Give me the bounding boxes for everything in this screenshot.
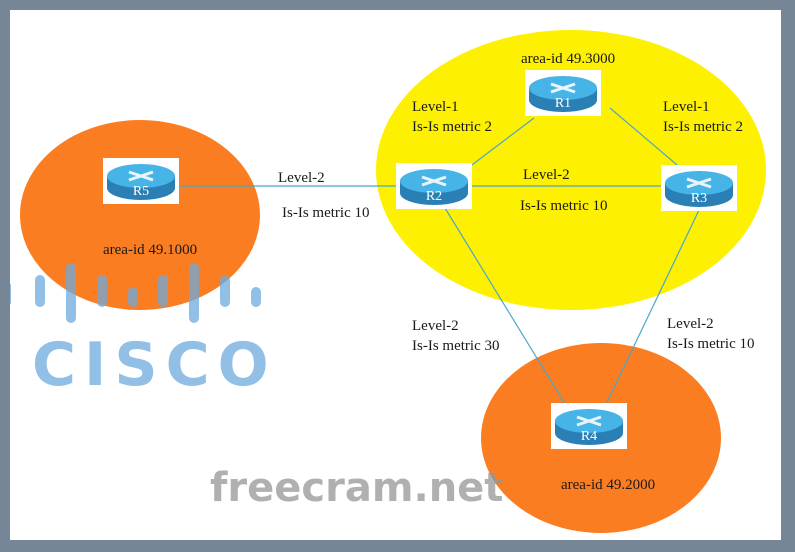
network-diagram: R1 R2 R3 R4 R5 area-id 49.1000 area-id 4… (10, 10, 781, 540)
area-ellipse-49-3000 (376, 30, 766, 310)
area-ellipse-49-1000 (20, 120, 260, 310)
site-watermark: freecram.net (210, 465, 504, 511)
link-r2-r3-metric: Is-Is metric 10 (520, 198, 608, 214)
link-r3-r4-level: Level-2 (667, 316, 714, 332)
router-name: R4 (580, 429, 598, 444)
router-icon (107, 164, 175, 200)
router-icon (555, 409, 623, 445)
link-r2-r4-metric: Is-Is metric 30 (412, 338, 500, 354)
router-icon (665, 171, 733, 207)
router-name: R5 (132, 184, 150, 199)
link-r5-r2-level: Level-2 (278, 170, 325, 186)
area-label-49-3000: area-id 49.3000 (521, 51, 616, 67)
router-icon (529, 76, 597, 112)
diagram-graphics (20, 30, 766, 533)
router-icon (400, 169, 468, 205)
link-r2-r1-metric: Is-Is metric 2 (412, 119, 492, 135)
link-r2-r1 (459, 117, 535, 175)
cisco-watermark: cisco (32, 330, 277, 400)
link-r3-r4 (599, 207, 701, 418)
link-r1-r3 (609, 107, 691, 177)
area-label-49-2000: area-id 49.2000 (561, 477, 656, 493)
area-label-49-1000: area-id 49.1000 (103, 242, 198, 258)
router-name: R3 (690, 191, 708, 206)
router-r1[interactable]: R1 (525, 70, 601, 116)
link-r1-r3-level: Level-1 (663, 99, 710, 115)
link-r2-r4 (444, 207, 574, 418)
router-name: R1 (554, 96, 572, 111)
link-r2-r3-level: Level-2 (523, 167, 570, 183)
router-r5[interactable]: R5 (103, 158, 179, 204)
link-r3-r4-metric: Is-Is metric 10 (667, 336, 755, 352)
link-r5-r2-metric: Is-Is metric 10 (282, 205, 370, 221)
router-r2[interactable]: R2 (396, 163, 472, 209)
router-r3[interactable]: R3 (661, 165, 737, 211)
link-r2-r1-level: Level-1 (412, 99, 459, 115)
router-name: R2 (425, 189, 443, 204)
link-r1-r3-metric: Is-Is metric 2 (663, 119, 743, 135)
router-r4[interactable]: R4 (551, 403, 627, 449)
link-r2-r4-level: Level-2 (412, 318, 459, 334)
